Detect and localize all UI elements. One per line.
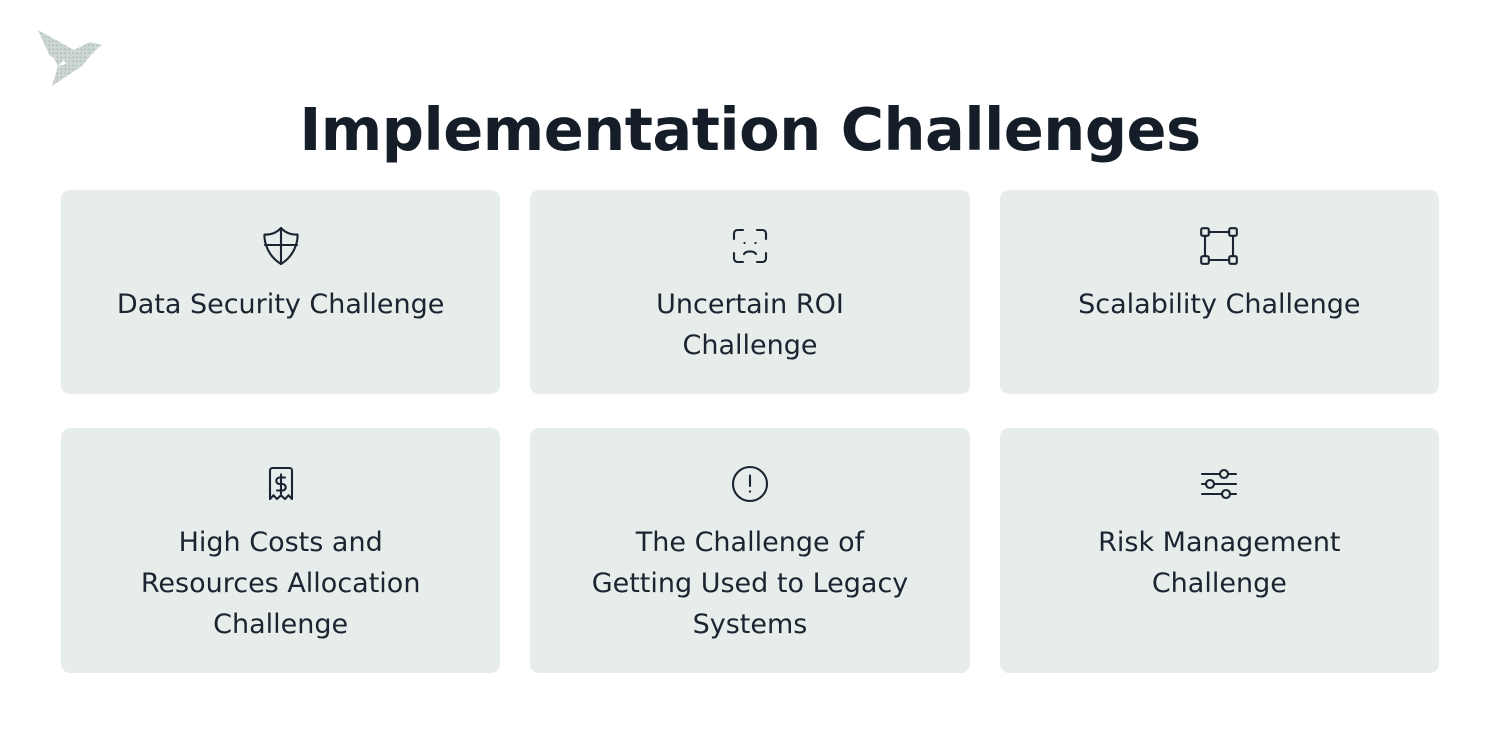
challenge-card-uncertain-roi[interactable]: Uncertain ROI Challenge: [530, 190, 970, 394]
challenge-card-label: Data Security Challenge: [116, 289, 445, 320]
challenge-card-label: The Challenge of Getting Used to Legacy …: [591, 527, 909, 641]
challenge-card-high-costs[interactable]: High Costs and Resources Allocation Chal…: [61, 428, 501, 673]
page-title: Implementation Challenges: [299, 94, 1201, 164]
challenge-card-label: Scalability Challenge: [1078, 289, 1361, 320]
shield-cross-icon: [255, 220, 307, 272]
challenges-grid: Data Security Challenge Uncertain ROI Ch…: [61, 190, 1439, 673]
face-scan-frown-icon: [724, 220, 776, 272]
challenge-card-risk-management[interactable]: Risk Management Challenge: [999, 428, 1439, 673]
challenge-card-scalability[interactable]: Scalability Challenge: [999, 190, 1439, 394]
challenge-card-data-security[interactable]: Data Security Challenge: [61, 190, 501, 394]
alert-circle-icon: [724, 458, 776, 510]
scale-handles-icon: [1193, 220, 1245, 272]
challenge-card-legacy-systems[interactable]: The Challenge of Getting Used to Legacy …: [530, 428, 970, 673]
sliders-icon: [1193, 458, 1245, 510]
origami-bird-logo: [28, 20, 110, 90]
challenge-card-label: High Costs and Resources Allocation Chal…: [140, 527, 421, 641]
challenge-card-label: Uncertain ROI Challenge: [656, 289, 844, 362]
receipt-dollar-icon: [255, 458, 307, 510]
challenge-card-label: Risk Management Challenge: [1098, 527, 1341, 600]
